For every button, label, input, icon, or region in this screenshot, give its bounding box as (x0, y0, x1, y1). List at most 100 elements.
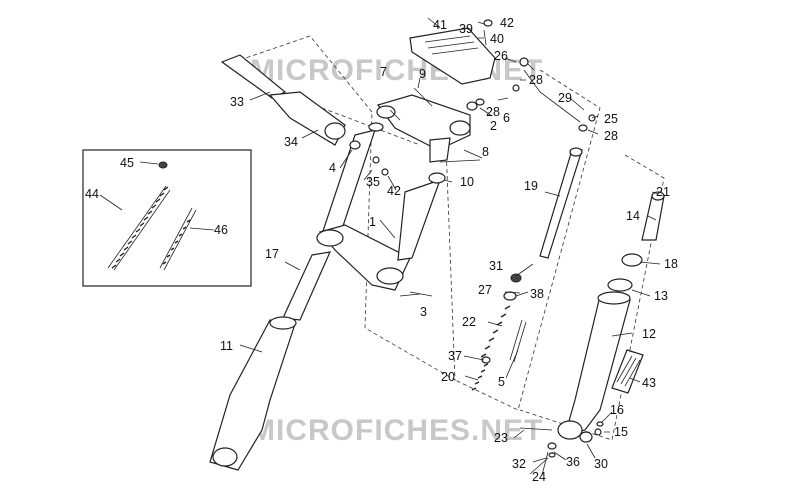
clip-33 (220, 54, 287, 99)
label-43: 43 (642, 376, 656, 390)
upper-yoke-7 (377, 94, 471, 151)
inset-box (82, 149, 252, 287)
label-9: 9 (419, 67, 426, 81)
label-2: 2 (490, 119, 497, 133)
washer-28-a (512, 84, 520, 92)
washer-36 (547, 442, 557, 450)
label-30: 30 (594, 457, 608, 471)
label-35: 35 (366, 175, 380, 189)
label-28-c: 28 (604, 129, 618, 143)
nut-42-top (483, 19, 493, 27)
slider-11-axle (212, 447, 238, 467)
label-36: 36 (566, 455, 580, 469)
label-41: 41 (433, 18, 447, 32)
label-28-a: 28 (529, 73, 543, 87)
label-32: 32 (512, 457, 526, 471)
seal-18 (621, 253, 643, 267)
label-10: 10 (460, 175, 474, 189)
cap-21 (641, 195, 665, 241)
slider-12 (564, 295, 631, 436)
pin-35 (372, 156, 380, 164)
label-12: 12 (642, 327, 656, 341)
label-42-lower: 42 (387, 184, 401, 198)
damper-rod-19 (539, 149, 583, 259)
yoke-7-left-clamp (376, 105, 396, 119)
nut-31 (510, 273, 522, 283)
label-17: 17 (265, 247, 279, 261)
label-19: 19 (524, 179, 538, 193)
label-31: 31 (489, 259, 503, 273)
label-26: 26 (494, 49, 508, 63)
label-45: 45 (120, 156, 134, 170)
bolt-23 (519, 427, 553, 431)
nut-10 (428, 172, 446, 184)
washer-24 (548, 452, 556, 458)
label-34: 34 (284, 135, 298, 149)
spring-20 (471, 363, 489, 391)
stanchion-17-lower (282, 251, 331, 321)
bolt-8 (439, 159, 481, 163)
slider-11-top (269, 316, 297, 330)
assembly-line-c (364, 111, 456, 381)
assembly-line-a (239, 35, 373, 113)
label-18: 18 (664, 257, 678, 271)
washer-28-c (578, 124, 588, 132)
label-42-top: 42 (500, 16, 514, 30)
reflector-43-lines (616, 355, 641, 387)
bolt-32 (541, 451, 549, 476)
nut-30 (579, 431, 593, 443)
label-33: 33 (230, 95, 244, 109)
label-3: 3 (420, 305, 427, 319)
bolt-3 (409, 291, 433, 297)
rod-5 (509, 319, 527, 363)
label-46: 46 (214, 223, 228, 237)
leader-lines (99, 17, 661, 475)
label-27: 27 (478, 283, 492, 297)
cap-21-top (651, 191, 665, 201)
label-21: 21 (656, 185, 670, 199)
label-7: 7 (380, 65, 387, 79)
label-13: 13 (654, 289, 668, 303)
label-24: 24 (532, 470, 546, 484)
washer-16 (596, 421, 604, 427)
label-40: 40 (490, 32, 504, 46)
bracket-41-ribs (424, 35, 479, 55)
label-38: 38 (530, 287, 544, 301)
yoke-7-right-clamp (449, 120, 471, 136)
slider-12-axle (557, 420, 583, 440)
label-28-b: 28 (486, 105, 500, 119)
spring-44 (111, 186, 169, 269)
steering-stem (397, 179, 441, 261)
label-37: 37 (448, 349, 462, 363)
label-44: 44 (85, 187, 99, 201)
label-15: 15 (614, 425, 628, 439)
bolt-26 (519, 57, 529, 67)
label-16: 16 (610, 403, 624, 417)
screw-40 (483, 29, 487, 46)
rod-46-coils (162, 219, 191, 265)
washer-42-lower (381, 168, 389, 176)
stem-nut (429, 137, 451, 163)
watermark-bottom: MICROFICHES.NET (250, 414, 543, 447)
yoke-1-left-clamp (316, 229, 344, 247)
label-4: 4 (329, 161, 336, 175)
screw-15 (594, 428, 602, 436)
washer-38 (503, 291, 517, 301)
label-25: 25 (604, 112, 618, 126)
label-14: 14 (626, 209, 640, 223)
nut-45 (158, 161, 168, 169)
label-20: 20 (441, 370, 455, 384)
bolt-9 (413, 87, 433, 107)
label-6: 6 (503, 111, 510, 125)
handlebar-34-end (324, 122, 346, 140)
washer-2 (466, 101, 478, 111)
washer-6 (475, 98, 485, 106)
seal-13 (607, 278, 633, 292)
label-8: 8 (482, 145, 489, 159)
rod-46 (159, 207, 197, 271)
yoke-1-right-clamp (376, 267, 404, 285)
spring-22 (480, 305, 511, 358)
label-39: 39 (459, 22, 473, 36)
